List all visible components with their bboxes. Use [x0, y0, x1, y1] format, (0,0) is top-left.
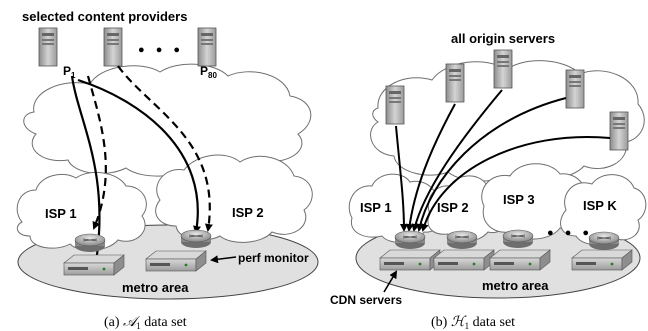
content-provider-server-2 [103, 27, 123, 67]
router-isp-2-b [446, 230, 478, 250]
arrow-p1-to-isp1-solid [70, 75, 101, 264]
caption-b: (b) ℋ1 data set [431, 315, 515, 331]
arrow-origin-3 [411, 89, 503, 232]
cdn-server-k [571, 249, 633, 271]
metro-area-label-b: metro area [482, 278, 549, 293]
origin-server-4 [565, 69, 585, 109]
content-provider-server-80 [197, 27, 217, 67]
perf-monitor-label: perf monitor [238, 251, 309, 265]
router-isp-2-a [180, 229, 212, 249]
panel-a-title: selected content providers [22, 9, 187, 24]
cdn-server-2 [433, 249, 495, 271]
router-isp-1-b [394, 230, 426, 250]
arrow-origin-1 [395, 125, 408, 232]
arrow-p2-to-isp2-dashed [117, 65, 213, 232]
provider-label-p1: P1 [63, 64, 76, 80]
cdn-servers-pointer [383, 270, 398, 293]
router-isp-1-a [74, 233, 106, 253]
arrow-p1-to-isp1-dashed [86, 75, 107, 230]
isp-cloud-1-a [16, 171, 147, 251]
metro-area-label-a: metro area [122, 280, 189, 295]
panel-b: all origin servers ISP 1 ISP 2 ISP 3 ISP… [330, 31, 647, 331]
ellipsis-b: ● ● ● [547, 227, 593, 239]
isp-1-label-a: ISP 1 [45, 206, 77, 221]
caption-a: (a) 𝒜1 data set [104, 315, 187, 331]
cdn-servers-label: CDN servers [330, 293, 402, 307]
arrow-origin-2 [405, 103, 456, 232]
panel-a: selected content providers ● ● ● P1 P80 … [16, 9, 319, 331]
origin-server-5 [609, 111, 629, 151]
router-isp-k-b [588, 231, 620, 251]
arrow-p1-to-isp2-solid [77, 78, 201, 234]
isp-3-label-b: ISP 3 [503, 192, 535, 207]
internet-cloud-a [23, 63, 312, 177]
isp-2-label-a: ISP 2 [232, 205, 264, 220]
ellipsis-a: ● ● ● [138, 44, 184, 56]
cdn-server-3 [489, 249, 551, 271]
perf-monitor-pointer [210, 255, 237, 264]
isp-k-label-b: ISP K [583, 198, 617, 213]
perf-monitor-server-1 [63, 254, 125, 276]
arrow-origin-4 [416, 97, 567, 232]
perf-monitor-server-2 [145, 250, 207, 272]
origin-server-3 [493, 49, 513, 89]
router-isp-3-b [502, 229, 534, 249]
cdn-server-1 [379, 249, 441, 271]
panel-b-title: all origin servers [451, 31, 555, 46]
content-provider-server-1 [38, 27, 58, 67]
provider-label-p80: P80 [200, 64, 217, 80]
origin-server-1 [385, 85, 405, 125]
origin-server-2 [445, 63, 465, 103]
isp-2-label-b: ISP 2 [437, 200, 469, 215]
isp-1-label-b: ISP 1 [360, 200, 392, 215]
isp-cloud-k-b [560, 174, 647, 245]
arrow-origin-5 [420, 136, 611, 232]
